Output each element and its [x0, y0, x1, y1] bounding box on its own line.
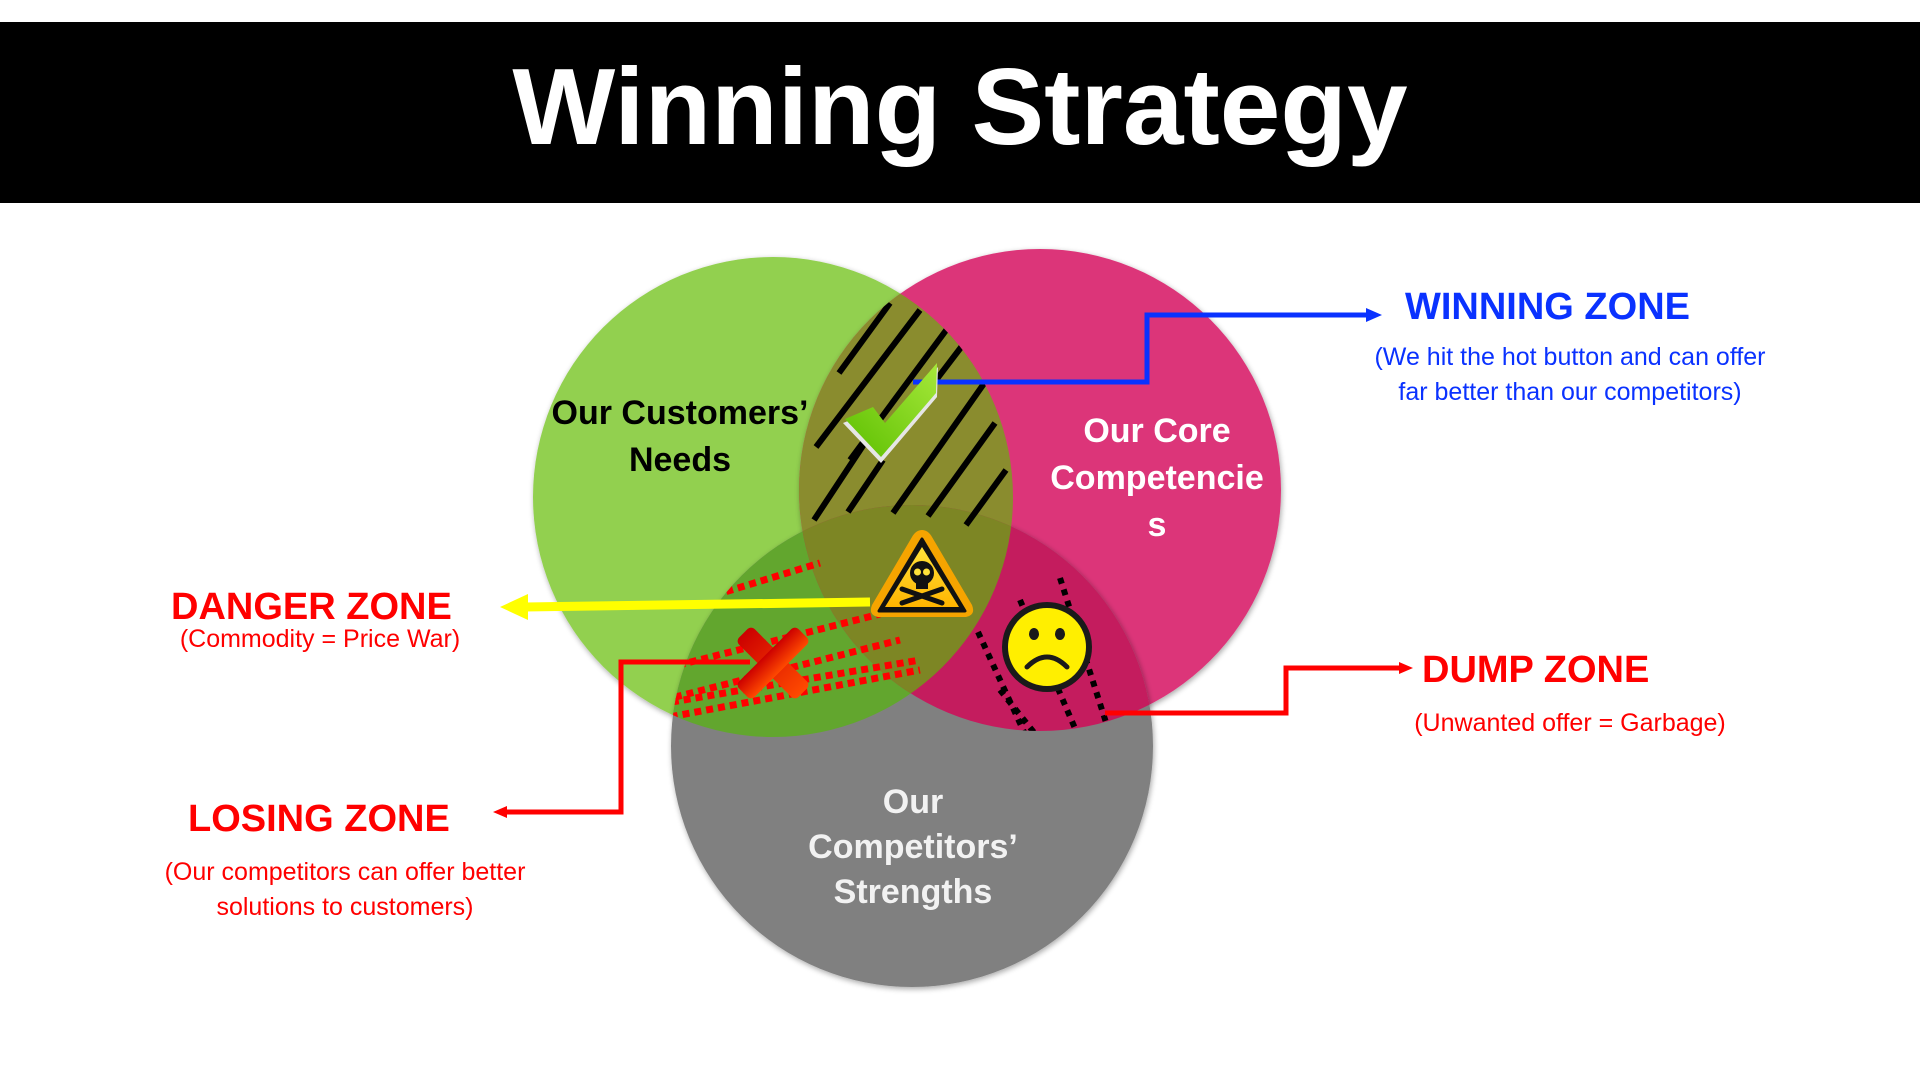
page-title: Winning Strategy: [512, 46, 1408, 168]
winning-zone-title: WINNING ZONE: [1405, 286, 1690, 328]
losing-desc-line1: (Our competitors can offer better: [164, 858, 526, 886]
red-x-icon: [737, 627, 809, 699]
checkmark-icon: [843, 363, 938, 463]
danger-arrowhead: [500, 594, 528, 620]
label-customers-line2: Needs: [628, 441, 732, 479]
label-competitors-strengths: Our Competitors’ Strengths: [763, 780, 1063, 915]
danger-zone-title: DANGER ZONE: [171, 586, 452, 628]
sad-face-icon: [1002, 602, 1092, 692]
dump-desc-line1: (Unwanted offer = Garbage): [1414, 709, 1726, 737]
losing-arrowhead: [493, 806, 507, 818]
losing-zone-desc: (Our competitors can offer better soluti…: [120, 855, 570, 925]
losing-zone-title: LOSING ZONE: [188, 798, 450, 840]
dump-zone-desc: (Unwanted offer = Garbage): [1360, 706, 1780, 741]
label-core-competencies: Our Core Competencie s: [1007, 408, 1307, 549]
label-customers-needs: Our Customers’ Needs: [520, 390, 840, 484]
dump-connector: [1105, 665, 1400, 716]
label-customers-line1: Our Customers’: [551, 394, 809, 432]
overlap-customers-competitors: [671, 505, 1013, 737]
label-core-line3: s: [1147, 506, 1167, 544]
winning-desc-line2: far better than our competitors): [1398, 378, 1742, 406]
winning-connector: [913, 312, 1370, 385]
winning-desc-line1: (We hit the hot button and can offer: [1374, 343, 1766, 371]
label-competitors-line1: Our: [882, 783, 944, 821]
losing-connector: [505, 659, 750, 815]
label-core-line1: Our Core: [1083, 412, 1231, 450]
winning-zone-desc: (We hit the hot button and can offer far…: [1330, 340, 1810, 410]
danger-desc-line1: (Commodity = Price War): [179, 625, 461, 653]
winning-zone-hatch: [811, 301, 1009, 527]
label-core-line2: Competencie: [1050, 459, 1264, 497]
title-bar: [0, 22, 1920, 203]
dump-arrowhead: [1399, 662, 1413, 674]
label-competitors-line2: Competitors’: [808, 828, 1018, 866]
losing-desc-line2: solutions to customers): [216, 893, 474, 921]
danger-zone-desc: (Commodity = Price War): [145, 622, 495, 657]
skull-warning-icon: [870, 530, 974, 617]
label-competitors-line3: Strengths: [833, 873, 993, 911]
danger-arrow-line: [524, 597, 871, 612]
winning-arrowhead: [1366, 308, 1382, 322]
dump-zone-title: DUMP ZONE: [1422, 649, 1650, 691]
